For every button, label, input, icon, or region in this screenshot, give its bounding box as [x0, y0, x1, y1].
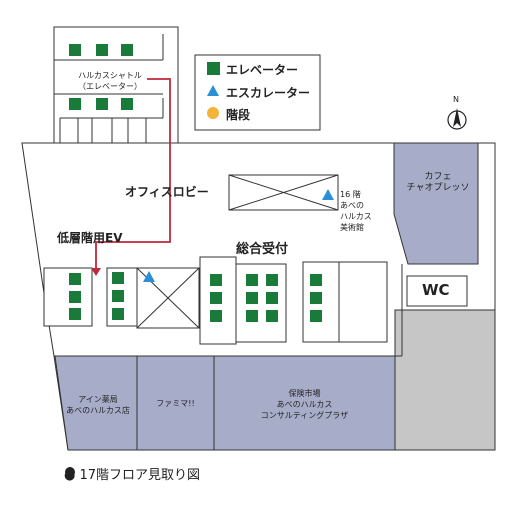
elevator-icon: [310, 310, 322, 322]
legend-stairs: 階段: [226, 106, 250, 123]
gray-area: [394, 309, 496, 451]
elevator-icon: [210, 274, 222, 286]
route-line: [95, 78, 171, 272]
cafe-area: [393, 142, 479, 265]
elevator-icon: [310, 292, 322, 304]
museum-floor: 16 階: [340, 190, 361, 199]
elevator-icon: [96, 44, 108, 56]
shuttle-elevators: [69, 44, 133, 110]
insurance-line1: 保険市場: [288, 389, 321, 398]
cafe-line1: カフェ: [424, 172, 452, 182]
low-floor-ev-label: 低層階用EV: [57, 231, 123, 245]
pharmacy-line2: あべのハルカス店: [66, 406, 130, 415]
elevator-icon: [96, 98, 108, 110]
pharmacy-line1: アイン薬局: [78, 395, 118, 404]
legend-stairs-label: 階段: [226, 108, 251, 122]
museum-label: 16 階 あべの ハルカス 美術館: [340, 189, 372, 233]
elevator-icon: [246, 310, 258, 322]
north-label: N: [453, 95, 459, 104]
caption-bullet-icon: [65, 467, 75, 477]
elevator-icon: [69, 308, 81, 320]
lobby-escalator-icon: [322, 189, 334, 200]
elevator-icon: [121, 98, 133, 110]
caption: ● 17階フロア見取り図: [64, 468, 201, 483]
elevator-icon: [246, 292, 258, 304]
wc-area: [406, 275, 468, 307]
museum-line1: あべの: [340, 201, 364, 210]
elevator-icon: [266, 310, 278, 322]
north-arrow-icon: [447, 108, 467, 130]
elevator-icon: [210, 310, 222, 322]
cafe-line2: チャオプレッソ: [406, 183, 470, 193]
floor-elevators: [69, 272, 322, 322]
shuttle-label: ハルカスシャトル （エレベーター）: [62, 70, 158, 92]
elevator-icon: [310, 274, 322, 286]
legend-escalator: エスカレーター: [226, 84, 310, 101]
legend-escalator-icon: [207, 85, 219, 96]
elevator-icon: [69, 291, 81, 303]
elevator-icon: [121, 44, 133, 56]
legend-stairs-icon: [207, 107, 219, 119]
ev-escalator-icon: [143, 271, 155, 282]
elevator-icon: [112, 272, 124, 284]
legend-elevator-label: エレベーター: [226, 63, 299, 77]
elevator-icon: [69, 98, 81, 110]
insurance-area: [213, 355, 396, 451]
elevator-icon: [69, 273, 81, 285]
museum-line2: ハルカス: [340, 212, 372, 221]
elevator-icon: [246, 274, 258, 286]
insurance-label: 保険市場 あべのハルカス コンサルティングプラザ: [214, 388, 395, 421]
lobby-escalator-box: [228, 174, 339, 211]
elevator-icon: [112, 290, 124, 302]
shuttle-label-line2: （エレベーター）: [78, 82, 142, 91]
elevator-icon: [69, 44, 81, 56]
route-arrow-icon: [91, 268, 101, 276]
elevator-icon: [266, 274, 278, 286]
legend-escalator-label: エスカレーター: [226, 86, 311, 100]
elevator-icon: [266, 292, 278, 304]
reception-label: 総合受付: [236, 242, 289, 257]
legend-elevator-icon: [207, 62, 220, 75]
insurance-line2: あべのハルカス: [276, 400, 333, 409]
familymart-label: ファミマ!!: [156, 399, 195, 408]
elevator-icon: [112, 308, 124, 320]
office-lobby-label: オフィスロビー: [125, 185, 209, 199]
elevator-icon: [210, 292, 222, 304]
cafe-label: カフェ チャオプレッソ: [397, 172, 479, 194]
pharmacy-label: アイン薬局 あべのハルカス店: [58, 394, 138, 416]
museum-line3: 美術館: [340, 223, 364, 232]
legend-elevator: エレベーター: [226, 61, 298, 78]
insurance-line3: コンサルティングプラザ: [260, 411, 349, 420]
wc-label: WC: [422, 281, 450, 299]
familymart-area: [136, 355, 215, 451]
shuttle-label-line1: ハルカスシャトル: [78, 71, 142, 80]
